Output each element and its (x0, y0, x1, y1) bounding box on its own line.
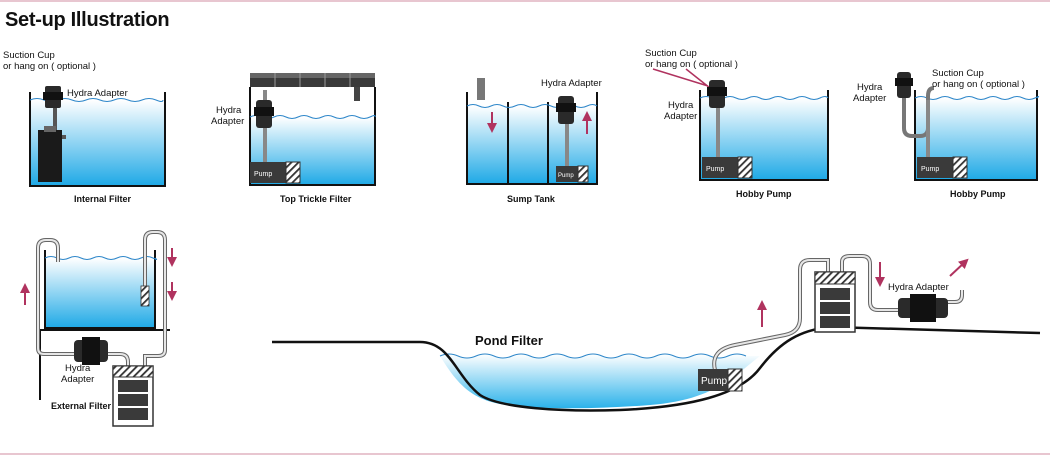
hydra-adapter (74, 337, 108, 365)
hobby-pump-diagram-2: Pump (895, 72, 1040, 181)
hang-on-label: or hang on ( optional ) (645, 59, 738, 70)
hydra-label: Hydra (668, 100, 694, 111)
hoses (712, 254, 964, 371)
internal-filter-caption: Internal Filter (74, 194, 132, 204)
pointer-lines (652, 68, 711, 89)
top-trickle-filter-caption: Top Trickle Filter (280, 194, 352, 204)
hydra-adapter-label: Hydra Adapter (67, 88, 128, 99)
pump-label: Pump (558, 173, 574, 179)
pond-filter-diagram: Pump (272, 254, 1041, 412)
external-filter-caption: External Filter (51, 401, 112, 411)
hobby-pump-caption: Hobby Pump (736, 189, 792, 199)
hydra-adapter-label: Hydra Adapter (541, 78, 602, 89)
pond-surface (439, 353, 747, 359)
adapter-label: Adapter (853, 93, 887, 104)
pump-with-adapter: Pump (895, 72, 968, 179)
filter-unit (38, 86, 66, 182)
pump-label: Pump (921, 166, 939, 173)
hobby-pump-caption: Hobby Pump (950, 189, 1006, 199)
internal-filter-diagram (29, 86, 166, 187)
hobby-pump-diagram-1: Pump (652, 68, 829, 181)
pond-box-filter (814, 271, 856, 333)
suction-cup-label: Suction Cup (3, 50, 55, 61)
sump-tank-caption: Sump Tank (507, 194, 555, 204)
hang-on-label: or hang on ( optional ) (3, 61, 96, 72)
ground-line (272, 325, 1041, 412)
adapter-label: Adapter (211, 116, 245, 127)
pump-label: Pump (701, 376, 728, 387)
hoses (36, 230, 167, 368)
pond-water (440, 354, 760, 409)
pump-label: Pump (254, 171, 272, 178)
adapter-label: Adapter (61, 374, 95, 385)
hydra-adapter (898, 294, 948, 322)
pump-with-adapter: Pump (702, 80, 753, 179)
sump-tank-diagram: Pump (466, 78, 598, 185)
drain-pipe (477, 78, 485, 100)
hydra-label: Hydra (216, 105, 242, 116)
pump-with-adapter: Pump (556, 96, 589, 183)
adapter-label: Adapter (664, 111, 698, 122)
up-right-arrow (949, 258, 969, 277)
hydra-adapter-label: Hydra Adapter (888, 282, 949, 293)
pump-label: Pump (706, 166, 724, 173)
top-trickle-filter-diagram: Pump (249, 73, 376, 186)
pump-with-adapter: Pump (250, 90, 301, 184)
hydra-label: Hydra (857, 82, 883, 93)
trickle-tray (250, 73, 375, 101)
pond-filter-caption: Pond Filter (475, 333, 543, 348)
suction-cup-label: Suction Cup (645, 48, 697, 59)
page-title: Set-up Illustration (5, 9, 170, 31)
external-filter-diagram (20, 230, 177, 427)
tank (39, 250, 170, 400)
canister-filter (112, 365, 154, 427)
hydra-label: Hydra (65, 363, 91, 374)
suction-cup-label: Suction Cup (932, 68, 984, 79)
pond-pump: Pump (698, 368, 743, 392)
hang-on-label: or hang on ( optional ) (932, 79, 1025, 90)
